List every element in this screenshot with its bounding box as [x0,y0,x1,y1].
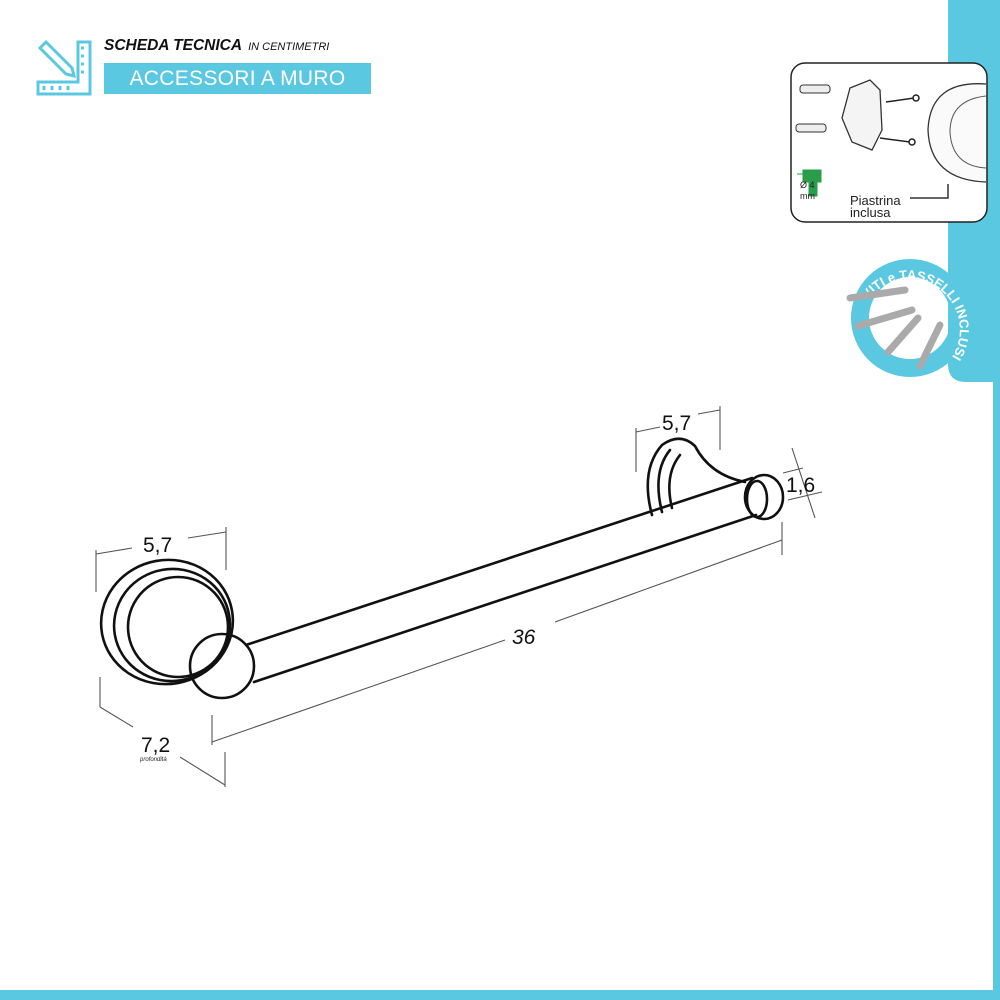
drill-unit: mm [800,191,815,201]
dim-left-bracket-width: 5,7 [143,534,172,557]
frame-bottom [0,990,1000,1000]
mounting-plate-icon [841,79,883,151]
dim-depth: 7,2 [141,734,170,757]
unit-note: IN CENTIMETRI [248,41,330,53]
page-title: SCHEDA TECNICA IN CENTIMETRI [104,37,329,55]
drill-icon [797,169,822,197]
plate-label-1: Piastrina [850,193,901,208]
towel-bar-drawing [99,437,785,700]
rod [244,476,758,684]
dim-length: 36 [512,626,536,649]
right-bracket [646,437,747,517]
allen-key-icon [910,184,949,199]
frame-right [993,380,1000,1000]
rosette-icon [927,83,987,183]
mounting-kit-box: Ø 4 mm Piastrina inclusa [790,62,988,223]
screws-included-badge: VITI e TASSELLI INCLUSI [846,259,972,377]
ruler-pencil-icon [36,39,92,96]
screw-icon [879,94,920,146]
category-banner: ACCESSORI A MURO [104,63,371,94]
plate-label-2: inclusa [850,205,891,220]
dimension-lines [95,406,823,787]
left-end-cap [188,632,256,700]
dim-rod-diameter: 1,6 [786,474,815,497]
dim-right-bracket-width: 5,7 [662,412,691,435]
dim-depth-label: profondità [139,757,167,763]
right-end-cap [743,473,785,521]
drill-size: Ø 4 [800,180,815,190]
wall-plug-icon [795,84,831,133]
left-bracket [99,558,235,686]
title-text: SCHEDA TECNICA [104,37,243,54]
